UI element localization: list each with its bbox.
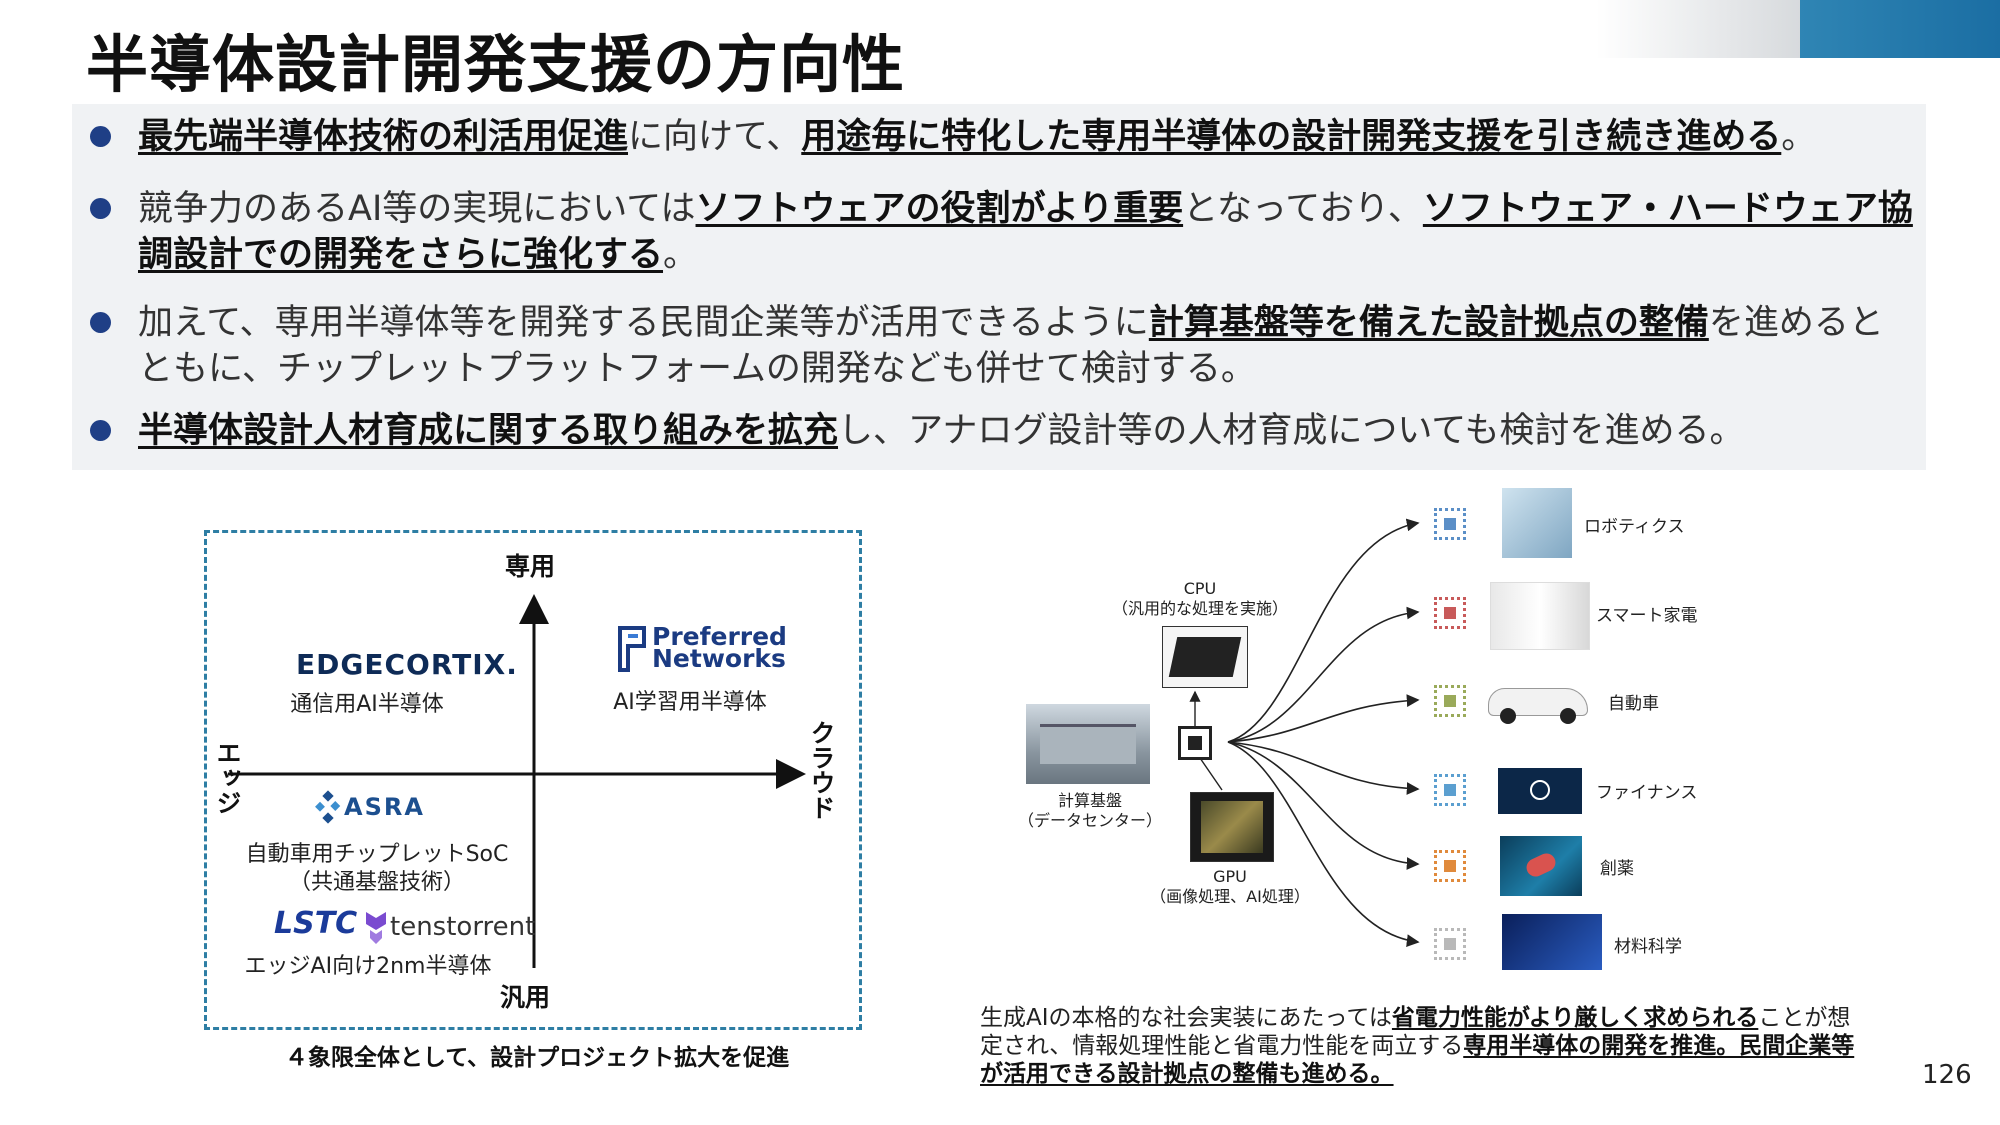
tenstorrent-mark-icon: [366, 912, 386, 944]
asra-logo: ASRA: [344, 793, 425, 821]
cpu-label: CPU: [1183, 579, 1217, 598]
pfn-logo: Preferred Networks: [652, 622, 787, 673]
bullet-4-seg-1: し、アナログ設計等の人材育成についても検討を進める。: [838, 411, 1745, 451]
app-chip-icon: [1434, 508, 1466, 540]
bullet-dot: [90, 312, 111, 333]
note-seg-3: 専用半導体の開発を推進。民間企業等が活用できる設計拠点の整備も進める。: [980, 1033, 1855, 1087]
cpu-sublabel: （汎用的な処理を実施）: [1111, 599, 1288, 618]
axis-left-label: エッジ: [213, 740, 242, 815]
axis-top-label: 専用: [505, 552, 556, 581]
cpu-image: [1162, 626, 1248, 688]
app-label: 材料科学: [1614, 937, 1682, 957]
bullet-3-seg-1: 計算基盤等を備えた設計拠点の整備: [1148, 303, 1709, 343]
bullet-dot: [90, 198, 111, 219]
robotics-image: [1502, 488, 1572, 558]
header-gradient-bar: [1596, 0, 1800, 58]
edgecortix-desc: 通信用AI半導体: [290, 692, 444, 717]
note-seg-0: 生成AIの本格的な社会実装にあたっては: [980, 1005, 1392, 1031]
gpu-chip-shape: [1201, 801, 1263, 853]
edgecortix-logo: EDGECORTIX.: [296, 648, 518, 681]
bullet-2-seg-0: 競争力のあるAI等の実現においては: [138, 189, 696, 229]
gpu-sublabel: （画像処理、AI処理）: [1150, 887, 1310, 906]
note-seg-1: 省電力性能がより厳しく求められる: [1391, 1005, 1759, 1031]
smart-appliance-image: [1490, 582, 1590, 650]
app-chip-icon: [1434, 685, 1466, 717]
quadrant-frame: [204, 530, 862, 1030]
car-image: [1484, 672, 1594, 730]
gpu-image: [1190, 792, 1274, 862]
axis-bottom-label: 汎用: [500, 983, 551, 1012]
bullet-2-seg-1: ソフトウェアの役割がより重要: [695, 189, 1184, 229]
app-chip-icon: [1434, 850, 1466, 882]
bullet-2-seg-3: ソフトウェア・ハードウェア協調設計での開発をさらに強化する: [138, 189, 1913, 275]
drug-discovery-image: [1500, 836, 1582, 896]
datacenter-building: [1040, 724, 1136, 764]
asra-desc-2: （共通基盤技術）: [288, 870, 465, 895]
cpu-chip-shape: [1168, 637, 1242, 677]
bullet-4-seg-0: 半導体設計人材育成に関する取り組みを拡充: [138, 411, 839, 451]
app-label: 創薬: [1600, 859, 1634, 879]
bullet-1-seg-2: 用途毎に特化した専用半導体の設計開発支援を引き続き進める: [801, 117, 1782, 157]
bullet-text: 競争力のあるAI等の実現においてはソフトウェアの役割がより重要となっており、ソフ…: [138, 186, 1918, 278]
pfn-logo-line1: Preferred: [652, 622, 787, 651]
page-number: 126: [1922, 1060, 1972, 1090]
bullet-text: 最先端半導体技術の利活用促進に向けて、用途毎に特化した専用半導体の設計開発支援を…: [138, 114, 1918, 160]
edge-ai-desc: エッジAI向け2nm半導体: [244, 954, 492, 979]
bullet-2-seg-2: となっており、: [1183, 189, 1423, 229]
bullet-1-seg-1: に向けて、: [628, 117, 802, 157]
bullet-3-seg-2: を進めるとともに、チップレットプラットフォームの開発なども併せて検討する。: [138, 303, 1884, 389]
note-seg-2: ことが想定され、情報処理性能と省電力性能を両立する: [980, 1005, 1851, 1059]
bullet-3-seg-0: 加えて、専用半導体等を開発する民間企業等が活用できるように: [138, 303, 1149, 343]
quadrant-caption: ４象限全体として、設計プロジェクト拡大を促進: [284, 1045, 790, 1071]
lstc-logo: LSTC: [274, 906, 358, 941]
app-label: ロボティクス: [1584, 517, 1685, 537]
pfn-desc: AI学習用半導体: [613, 690, 767, 715]
page-title: 半導体設計開発支援の方向性: [86, 28, 906, 101]
datacenter-sublabel: （データセンター）: [1017, 811, 1162, 830]
tenstorrent-logo: tenstorrent: [390, 912, 536, 942]
asra-desc-1: 自動車用チップレットSoC: [245, 842, 509, 867]
app-label: 自動車: [1608, 694, 1659, 714]
gpu-label: GPU: [1213, 867, 1247, 886]
axis-right-label: クラウド: [807, 720, 836, 820]
datacenter-image: [1026, 704, 1150, 784]
finance-image: [1498, 768, 1582, 814]
materials-science-image: [1502, 914, 1602, 970]
app-label: スマート家電: [1596, 606, 1698, 626]
bullet-panel: 最先端半導体技術の利活用促進に向けて、用途毎に特化した専用半導体の設計開発支援を…: [72, 104, 1926, 470]
bullet-dot: [90, 126, 111, 147]
app-label: ファイナンス: [1596, 783, 1698, 803]
asra-mark-icon: [315, 790, 341, 824]
bullet-dot: [90, 420, 111, 441]
app-chip-icon: [1434, 774, 1466, 806]
bottom-note: 生成AIの本格的な社会実装にあたっては省電力性能がより厳しく求められることが想定…: [980, 1004, 1860, 1088]
center-chip-icon: [1178, 726, 1212, 760]
pfn-logo-line2: Networks: [652, 644, 786, 673]
bullet-text: 加えて、専用半導体等を開発する民間企業等が活用できるように計算基盤等を備えた設計…: [138, 300, 1918, 392]
app-chip-icon: [1434, 928, 1466, 960]
bullet-2-seg-4: 。: [663, 235, 699, 275]
pfn-mark-icon: [618, 626, 646, 672]
header-accent-bar: [1800, 0, 2000, 58]
datacenter-label: 計算基盤: [1057, 791, 1122, 810]
app-chip-icon: [1434, 597, 1466, 629]
bullet-text: 半導体設計人材育成に関する取り組みを拡充し、アナログ設計等の人材育成についても検…: [138, 408, 1918, 454]
bullet-1-seg-0: 最先端半導体技術の利活用促進: [138, 117, 629, 157]
bullet-1-seg-3: 。: [1781, 117, 1817, 157]
